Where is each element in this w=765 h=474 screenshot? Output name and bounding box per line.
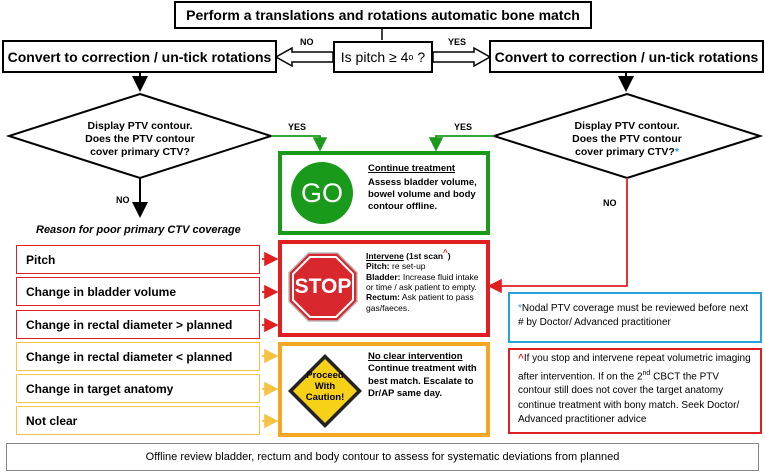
reason-bladder-volume: Change in bladder volume <box>16 277 260 306</box>
stop-rectum-text: Ask patient to pass gas/faeces. <box>366 292 474 313</box>
caution-panel: Proceed With Caution! No clear intervent… <box>278 342 490 437</box>
caution-panel-text: No clear intervention Continue treatment… <box>368 351 488 400</box>
intervene-note-text1: If you stop and intervene repeat volumet… <box>518 353 751 382</box>
stop-bladder-text: Increase fluid intake or time / ask pati… <box>366 271 479 293</box>
label-yes-left: YES <box>288 122 307 132</box>
stop-pitch-text: re set-up <box>389 261 426 272</box>
go-panel-text: Continue treatment Assess bladder volume… <box>368 163 486 213</box>
pitch-question-text: Is pitch ≥ 4 <box>340 49 409 65</box>
arrow-yes-right <box>428 135 494 152</box>
reason-rectal-diameter-less: Change in rectal diameter < planned <box>16 342 260 371</box>
arrow-pitch-left <box>274 46 334 68</box>
caution-sign-line2: With <box>314 381 336 392</box>
caution-sign-line1: Proceed <box>306 370 344 381</box>
stop-heading-suffix: (1st scan <box>403 250 444 261</box>
right-diamond-line3: cover primary CTV? <box>575 146 675 158</box>
right-convert-text: Convert to correction / un-tick rotation… <box>494 48 759 65</box>
go-sign-label: GO <box>300 178 343 208</box>
top-instruction-text: Perform a translations and rotations aut… <box>186 7 580 23</box>
top-instruction-box: Perform a translations and rotations aut… <box>174 1 592 29</box>
label-yes-right: YES <box>454 122 473 132</box>
pitch-degree-sup: o <box>408 52 414 62</box>
stop-panel: STOP Intervene (1st scan^) Pitch: re set… <box>278 240 490 337</box>
right-diamond-line2: Does the PTV contour <box>572 133 682 145</box>
stop-pitch-label: Pitch: <box>366 261 390 272</box>
reason-not-clear: Not clear <box>16 406 260 435</box>
caution-heading: No clear intervention <box>368 351 463 362</box>
go-panel: GO Continue treatment Assess bladder vol… <box>278 151 490 235</box>
arrow-pitch-right <box>432 46 492 68</box>
go-sign-icon <box>291 162 353 224</box>
reason-rectal-diameter-greater: Change in rectal diameter > planned <box>16 310 260 339</box>
bottom-review-box: Offline review bladder, rectum and body … <box>6 443 759 471</box>
right-diamond-line1: Display PTV contour. <box>574 120 680 132</box>
caution-body: Continue treatment with best match. Esca… <box>368 363 477 399</box>
nodal-note-text: Nodal PTV coverage must be reviewed befo… <box>518 303 749 328</box>
label-no-right: NO <box>603 198 617 208</box>
caution-sign-text: Proceed With Caution! <box>286 370 364 403</box>
intervene-note-sup: nd <box>642 369 651 377</box>
pitch-question-mark: ? <box>417 49 426 65</box>
label-no-top: NO <box>300 37 314 47</box>
arrow-yes-left <box>271 135 328 152</box>
stop-heading: Intervene <box>366 250 404 261</box>
left-diamond-text: Display PTV contour. Does the PTV contou… <box>40 120 240 159</box>
right-convert-box: Convert to correction / un-tick rotation… <box>489 40 764 73</box>
go-body: Assess bladder volume, bowel volume and … <box>368 177 477 212</box>
left-convert-text: Convert to correction / un-tick rotation… <box>7 48 272 65</box>
left-diamond-line2: Does the PTV contour <box>85 133 195 145</box>
bottom-review-text: Offline review bladder, rectum and body … <box>145 451 620 463</box>
stop-panel-text: Intervene (1st scan^) Pitch: re set-up B… <box>366 248 488 313</box>
reason-pitch: Pitch <box>16 245 260 274</box>
right-diamond-text: Display PTV contour. Does the PTV contou… <box>527 120 727 159</box>
right-diamond-star: * <box>674 146 679 158</box>
label-no-left: NO <box>116 195 130 205</box>
reason-title: Reason for poor primary CTV coverage <box>36 224 241 236</box>
caution-sign-icon <box>288 354 362 428</box>
stop-sign-label: STOP <box>294 275 352 298</box>
left-convert-box: Convert to correction / un-tick rotation… <box>2 40 277 73</box>
left-diamond-line1: Display PTV contour. <box>87 120 193 132</box>
left-diamond-line3: cover primary CTV? <box>90 146 190 158</box>
intervene-note-caret: ^ <box>518 353 524 364</box>
reason-target-anatomy: Change in target anatomy <box>16 374 260 403</box>
stop-rectum-label: Rectum: <box>366 292 401 303</box>
label-yes-top: YES <box>448 37 467 47</box>
stop-caret: ^ <box>443 248 448 257</box>
caution-sign-line3: Caution! <box>305 392 345 403</box>
go-heading: Continue treatment <box>368 163 456 174</box>
intervene-note-text2: CBCT the PTV contour still does not cove… <box>518 370 740 426</box>
nodal-note-box: *Nodal PTV coverage must be reviewed bef… <box>508 292 762 343</box>
nodal-note-star: * <box>518 303 522 314</box>
stop-bladder-label: Bladder: <box>366 271 401 282</box>
stop-heading-close: ) <box>447 250 451 261</box>
stop-sign-icon <box>288 252 358 322</box>
intervene-note-box: ^If you stop and intervene repeat volume… <box>508 348 762 434</box>
arrow-no-right <box>487 178 628 294</box>
